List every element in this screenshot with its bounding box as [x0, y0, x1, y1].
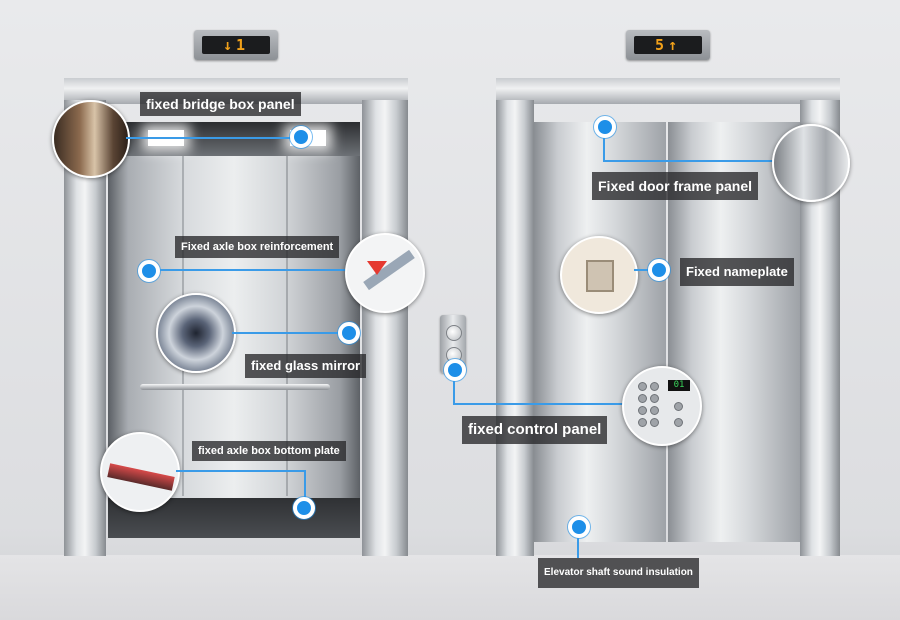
- floor-indicator-right: 5↑: [626, 30, 710, 60]
- door-close-key: [674, 418, 683, 427]
- control-panel-detail-image: 01: [622, 366, 702, 446]
- callout-dot-axle-box-reinforcement[interactable]: [138, 260, 160, 282]
- label-fixed-glass-mirror: fixed glass mirror: [245, 354, 367, 378]
- nameplate-plate: [586, 260, 614, 292]
- door-frame-panel-detail-image: [772, 124, 850, 202]
- callout-dot-glass-mirror[interactable]: [338, 322, 360, 344]
- door-open-key: [674, 402, 683, 411]
- nameplate-detail-image: [560, 236, 638, 314]
- red-arrow-icon: [367, 261, 387, 275]
- callout-dot-axle-box-bottom-plate[interactable]: [293, 497, 315, 519]
- callout-line: [453, 403, 625, 405]
- bottom-plate-section: [107, 463, 175, 491]
- callout-line: [126, 137, 302, 139]
- callout-dot-shaft-sound-insulation[interactable]: [568, 516, 590, 538]
- callout-line: [603, 138, 605, 162]
- bridge-box-panel-detail-image: [52, 100, 130, 178]
- floor-indicator-left: ↓1: [194, 30, 278, 60]
- callout-line: [232, 332, 340, 334]
- label-fixed-bridge-box-panel: fixed bridge box panel: [140, 92, 301, 116]
- callout-dot-bridge-box-panel[interactable]: [290, 126, 312, 148]
- floor-key: [650, 382, 659, 391]
- callout-dot-control-panel[interactable]: [444, 359, 466, 381]
- callout-line: [603, 160, 775, 162]
- callout-line: [577, 538, 579, 558]
- callout-dot-door-frame-panel[interactable]: [594, 116, 616, 138]
- glass-mirror-detail-image: [156, 293, 236, 373]
- floor-key: [638, 394, 647, 403]
- cabin-handrail: [140, 384, 330, 390]
- axle-box-bottom-plate-detail-image: [100, 432, 180, 512]
- lobby-floor: [0, 555, 900, 620]
- label-fixed-axle-box-bottom-plate: fixed axle box bottom plate: [192, 441, 346, 461]
- floor-key: [638, 406, 647, 415]
- callout-dot-nameplate[interactable]: [648, 259, 670, 281]
- control-panel-display: 01: [668, 380, 690, 391]
- left-elevator-frame-right: [362, 100, 408, 556]
- floor-indicator-right-text: 5↑: [634, 36, 702, 54]
- left-elevator-cabin: [108, 122, 360, 538]
- right-elevator-frame-left: [496, 100, 534, 556]
- label-fixed-nameplate: Fixed nameplate: [680, 258, 794, 286]
- floor-indicator-left-text: ↓1: [202, 36, 270, 54]
- label-fixed-door-frame-panel: Fixed door frame panel: [592, 172, 759, 200]
- callout-line: [634, 269, 652, 271]
- callout-line: [176, 470, 306, 472]
- label-fixed-control-panel: fixed control panel: [462, 416, 608, 444]
- callout-line: [304, 470, 306, 498]
- floor-key: [638, 418, 647, 427]
- floor-key: [650, 418, 659, 427]
- label-elevator-shaft-sound-insulation: Elevator shaft sound insulation: [538, 558, 699, 588]
- wall-panel-seam: [286, 156, 288, 496]
- floor-key: [650, 406, 659, 415]
- axle-box-reinforcement-detail-image: [345, 233, 425, 313]
- floor-key: [650, 394, 659, 403]
- callout-line: [453, 381, 455, 405]
- label-fixed-axle-box-reinforcement: Fixed axle box reinforcement: [175, 236, 340, 258]
- call-up-button[interactable]: [446, 325, 462, 341]
- right-elevator-frame-top: [496, 78, 840, 104]
- floor-key: [638, 382, 647, 391]
- callout-line: [160, 269, 348, 271]
